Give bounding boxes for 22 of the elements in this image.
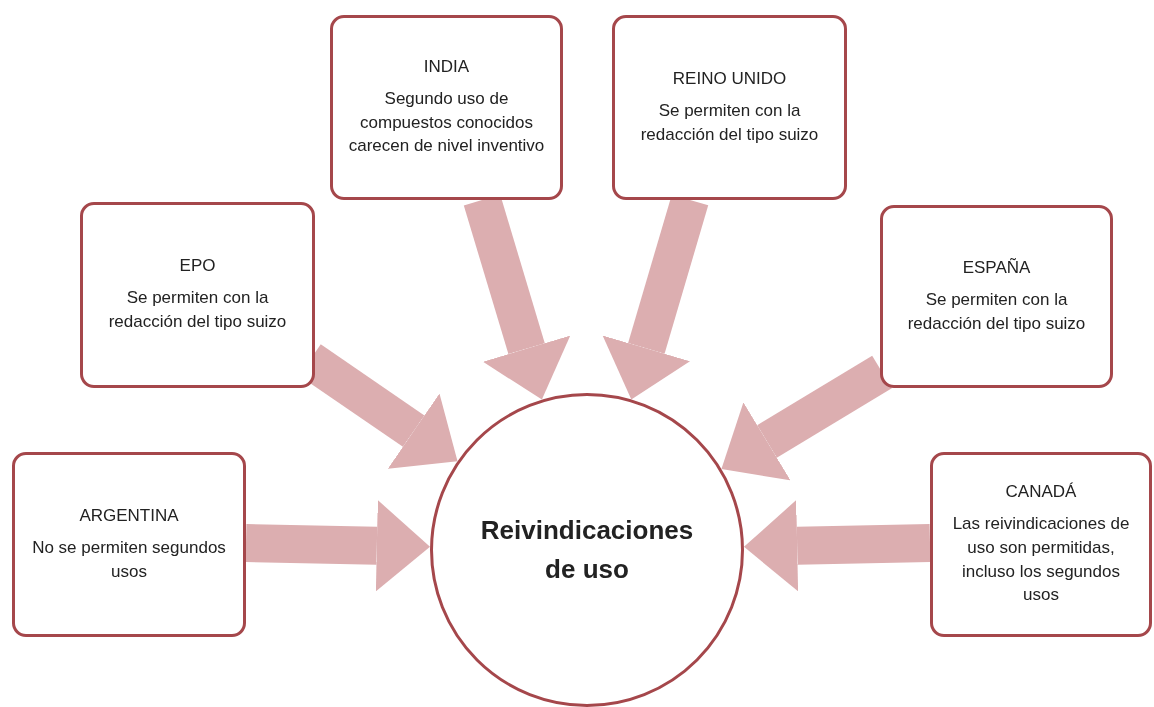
rule-text: Las reivindicaciones de uso son permitidas, incluso los segundos usos bbox=[951, 512, 1131, 607]
country-box bbox=[80, 202, 315, 388]
block-arrow bbox=[743, 500, 931, 592]
topic-title: Reivindicaciones de uso bbox=[479, 514, 695, 586]
rule-text: Se permiten con la redacción del tipo suizo bbox=[107, 287, 288, 333]
rule-text: No se permiten segundos usos bbox=[31, 536, 227, 583]
country-box bbox=[930, 452, 1152, 637]
block-arrow bbox=[245, 500, 431, 592]
country-name: ESPAÑA bbox=[962, 257, 1031, 278]
rule-text: Se permiten con la redacción del tipo suizo bbox=[639, 99, 820, 146]
country-name: ARGENTINA bbox=[79, 505, 179, 526]
rule-text: Se permiten con la redacción del tipo suizo bbox=[906, 288, 1087, 335]
block-arrow bbox=[721, 355, 892, 481]
country-box bbox=[12, 452, 246, 637]
country-box bbox=[612, 15, 847, 200]
rule-text: Segundo uso de compuestos conocidos carecen de nivel inventivo bbox=[347, 87, 546, 158]
country-box bbox=[330, 15, 563, 200]
country-name: CANADÁ bbox=[1005, 481, 1077, 502]
country-name: REINO UNIDO bbox=[672, 68, 787, 89]
country-box bbox=[880, 205, 1113, 388]
country-name: EPO bbox=[179, 256, 216, 277]
country-name: INDIA bbox=[423, 56, 470, 77]
